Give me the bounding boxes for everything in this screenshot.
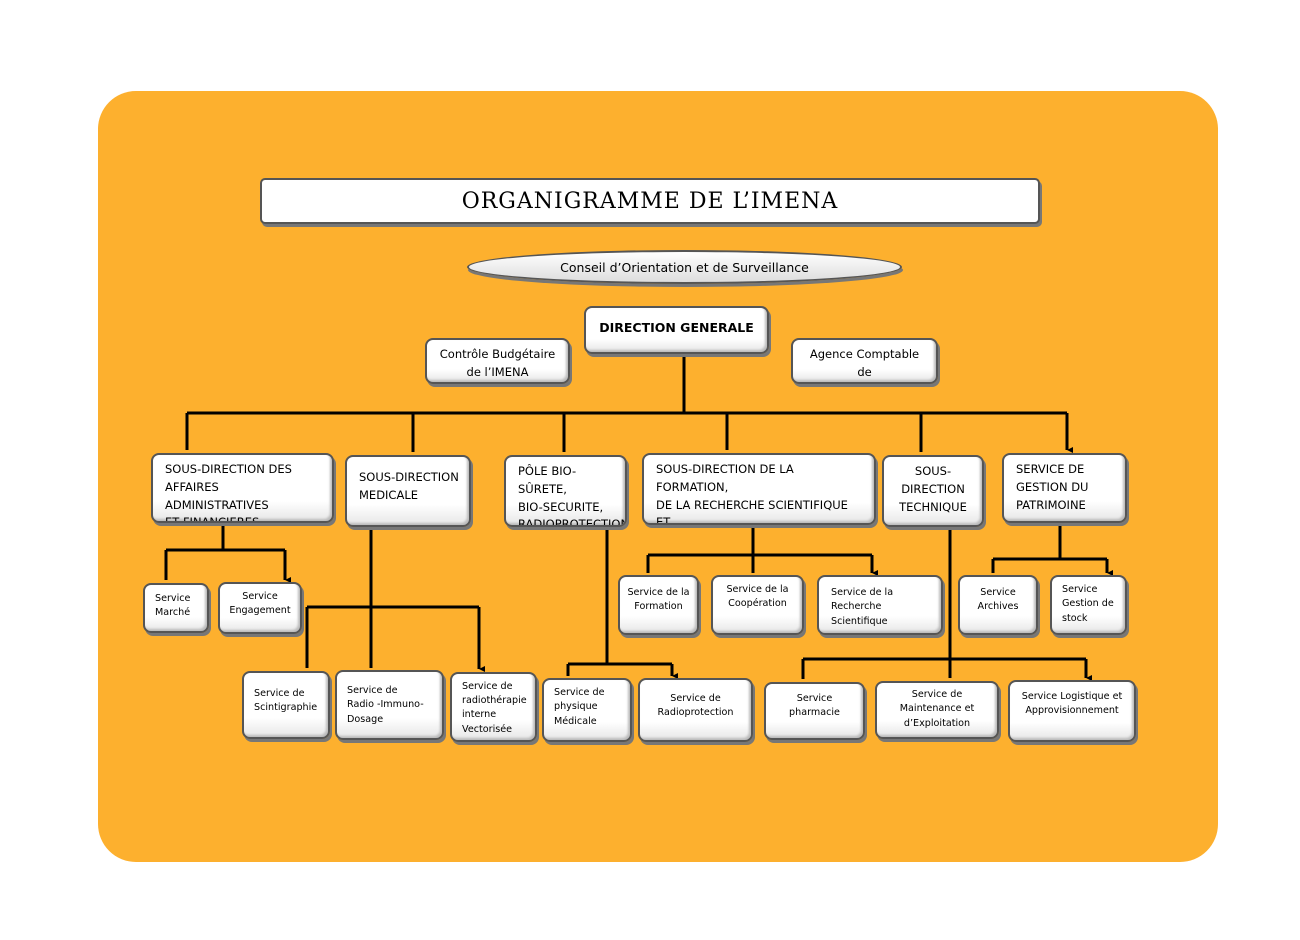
pole-node: PÔLE BIO-SÛRETE, BIO-SECURITE, RADIOPROT… <box>504 455 627 527</box>
patrimoine-node: SERVICE DE GESTION DU PATRIMOINE <box>1002 453 1127 523</box>
service-marche: Service Marché <box>143 583 209 633</box>
service-radioprotection: Service de Radioprotection <box>638 678 753 742</box>
service-logistique: Service Logistique et Approvisionnement <box>1008 680 1136 742</box>
daf-node: SOUS-DIRECTION DES AFFAIRES ADMINISTRATI… <box>151 453 334 523</box>
controle-budgetaire-node: Contrôle Budgétaire de l’IMENA <box>425 338 570 384</box>
service-engagement: Service Engagement <box>218 582 302 634</box>
agence-comptable-node: Agence Comptable de L’IMENA <box>791 338 938 384</box>
service-formation: Service de la Formation <box>618 575 699 635</box>
page-title: ORGANIGRAMME DE L’IMENA <box>260 178 1040 224</box>
formation-node: SOUS-DIRECTION DE LA FORMATION, DE LA RE… <box>642 453 876 525</box>
service-maintenance: Service de Maintenance et d’Exploitation <box>875 681 999 739</box>
service-radio-immuno-dosage: Service de Radio -Immuno- Dosage <box>335 670 444 740</box>
service-scintigraphie: Service de Scintigraphie <box>242 671 330 739</box>
council-node: Conseil d’Orientation et de Surveillance <box>467 250 902 284</box>
service-cooperation: Service de la Coopération <box>711 575 804 635</box>
technique-node: SOUS- DIRECTION TECHNIQUE <box>882 455 984 527</box>
service-radiotherapie: Service de radiothérapie interne Vectori… <box>450 672 537 742</box>
service-archives: Service Archives <box>958 575 1038 635</box>
service-physique-medicale: Service de physique Médicale <box>542 678 632 742</box>
service-gestion-stock: Service Gestion de stock <box>1050 575 1127 635</box>
direction-generale-node: DIRECTION GENERALE <box>584 306 769 354</box>
service-pharmacie: Service pharmacie <box>764 682 865 740</box>
medicale-node: SOUS-DIRECTION MEDICALE <box>345 455 471 527</box>
service-recherche-scientifique: Service de la Recherche Scientifique <box>817 575 943 635</box>
